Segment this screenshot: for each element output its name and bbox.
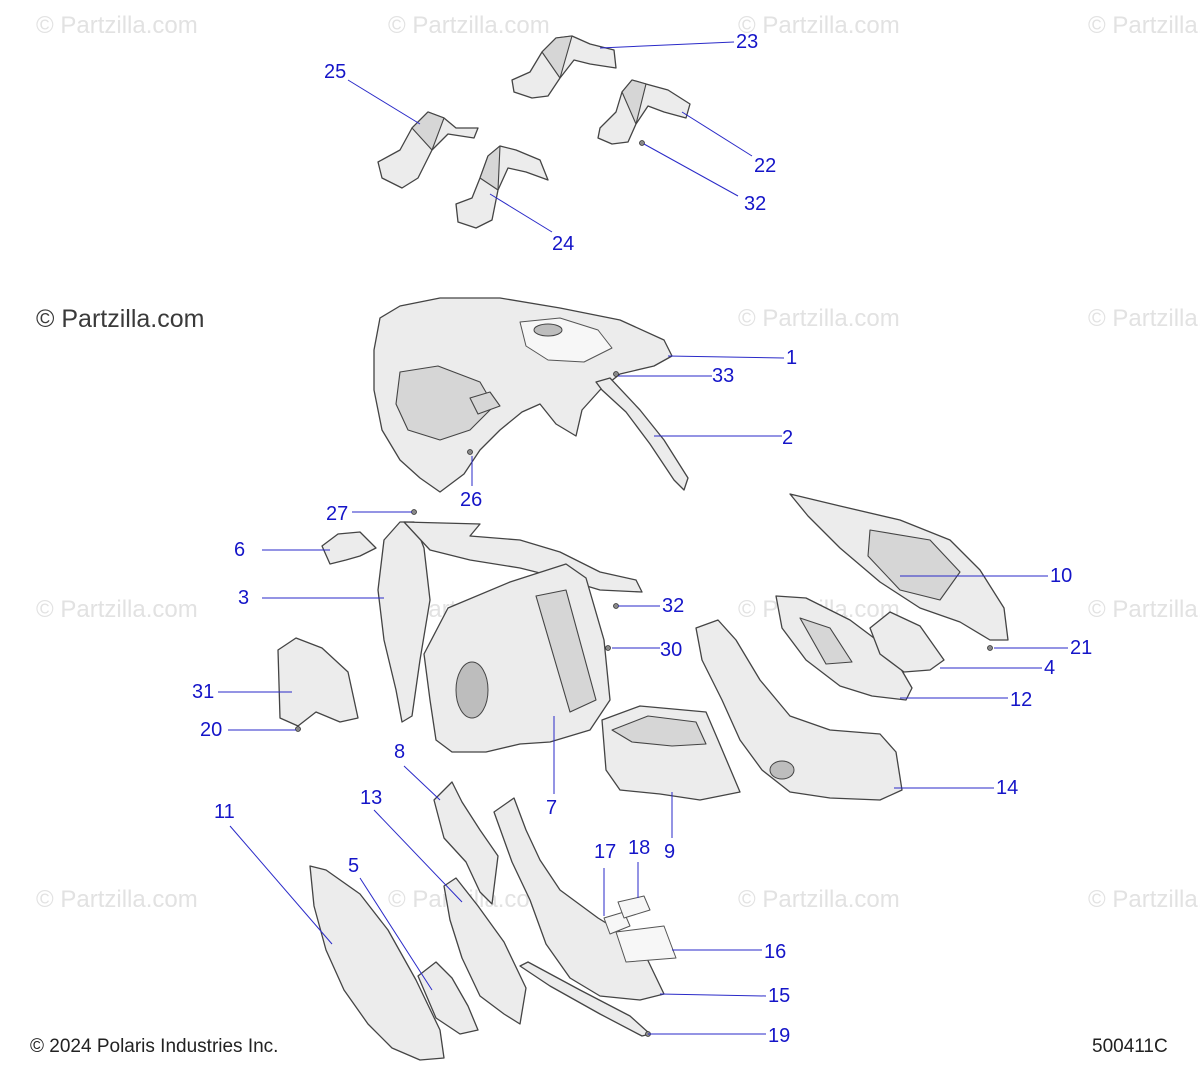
callout-26[interactable]: 26 [460, 489, 483, 511]
callout-21[interactable]: 21 [1070, 637, 1093, 659]
callout-22[interactable]: 22 [754, 155, 777, 177]
watermark: © Partzilla.com [738, 12, 900, 39]
fasteners [295, 140, 993, 1037]
callout-6[interactable]: 6 [234, 539, 246, 561]
callout-31[interactable]: 31 [192, 681, 215, 703]
callout-1[interactable]: 1 [786, 347, 798, 369]
callout-32-top[interactable]: 32 [744, 193, 767, 215]
callout-14[interactable]: 14 [996, 777, 1019, 799]
callout-33[interactable]: 33 [712, 365, 735, 387]
part-12-panel [775, 595, 913, 701]
diagram-id: 500411C [1092, 1036, 1168, 1057]
leader-lines [218, 41, 1068, 1035]
callout-30[interactable]: 30 [660, 639, 683, 661]
watermark: © Partzilla.com [388, 12, 550, 39]
watermark: © Partzilla.com [36, 596, 198, 623]
watermark: © Partzilla.com [738, 886, 900, 913]
part-2-seal [595, 377, 689, 491]
callout-10[interactable]: 10 [1050, 565, 1073, 587]
part-14-panel [695, 619, 903, 801]
part-frame-top [403, 521, 643, 593]
callout-18[interactable]: 18 [628, 837, 651, 859]
callout-27[interactable]: 27 [326, 503, 349, 525]
callout-13[interactable]: 13 [360, 787, 383, 809]
part-7-firewall [423, 563, 611, 753]
callout-5[interactable]: 5 [348, 855, 360, 877]
callout-25[interactable]: 25 [324, 61, 347, 83]
callout-2[interactable]: 2 [782, 427, 794, 449]
part-18-block [617, 895, 651, 919]
part-23-bracket [511, 35, 617, 99]
part-9-box [601, 705, 741, 801]
watermark: © Partzilla.com [1088, 305, 1200, 332]
callout-16[interactable]: 16 [764, 941, 787, 963]
callout-19[interactable]: 19 [768, 1025, 791, 1047]
callout-15[interactable]: 15 [768, 985, 791, 1007]
watermark-primary: © Partzilla.com [36, 305, 205, 333]
part-13-piece [443, 877, 527, 1025]
watermark: © Partzilla.com [1088, 886, 1200, 913]
part-25-bracket [377, 111, 479, 189]
callout-12[interactable]: 12 [1010, 689, 1033, 711]
callout-7[interactable]: 7 [546, 797, 558, 819]
callout-20[interactable]: 20 [200, 719, 223, 741]
callout-32[interactable]: 32 [662, 595, 685, 617]
watermark: © Partzilla.com [1088, 596, 1200, 623]
part-8-panel [433, 781, 499, 905]
watermark: © Partzilla.com [36, 12, 198, 39]
callout-4[interactable]: 4 [1044, 657, 1056, 679]
part-10-panel [789, 493, 1009, 641]
callout-24[interactable]: 24 [552, 233, 575, 255]
callout-11[interactable]: 11 [214, 801, 235, 823]
part-31-cover [277, 637, 359, 727]
callout-8[interactable]: 8 [394, 741, 406, 763]
watermark: © Partzilla.com [1088, 12, 1200, 39]
part-4-piece [869, 611, 945, 673]
part-11-panel [309, 865, 445, 1061]
callout-9[interactable]: 9 [664, 841, 676, 863]
watermark: © Partzilla.com [738, 305, 900, 332]
watermark: © Partzilla.com [36, 886, 198, 913]
part-5-panel [417, 961, 479, 1035]
part-3-frame [377, 521, 431, 723]
callout-23[interactable]: 23 [736, 31, 759, 53]
part-22-bracket [597, 79, 691, 145]
part-16-block [615, 925, 677, 963]
part-6-bracket [321, 531, 377, 565]
callout-17[interactable]: 17 [594, 841, 617, 863]
part-24-bracket [455, 145, 549, 229]
callout-3[interactable]: 3 [238, 587, 250, 609]
copyright-text: © 2024 Polaris Industries Inc. [30, 1036, 279, 1057]
part-1-dash [373, 297, 673, 493]
